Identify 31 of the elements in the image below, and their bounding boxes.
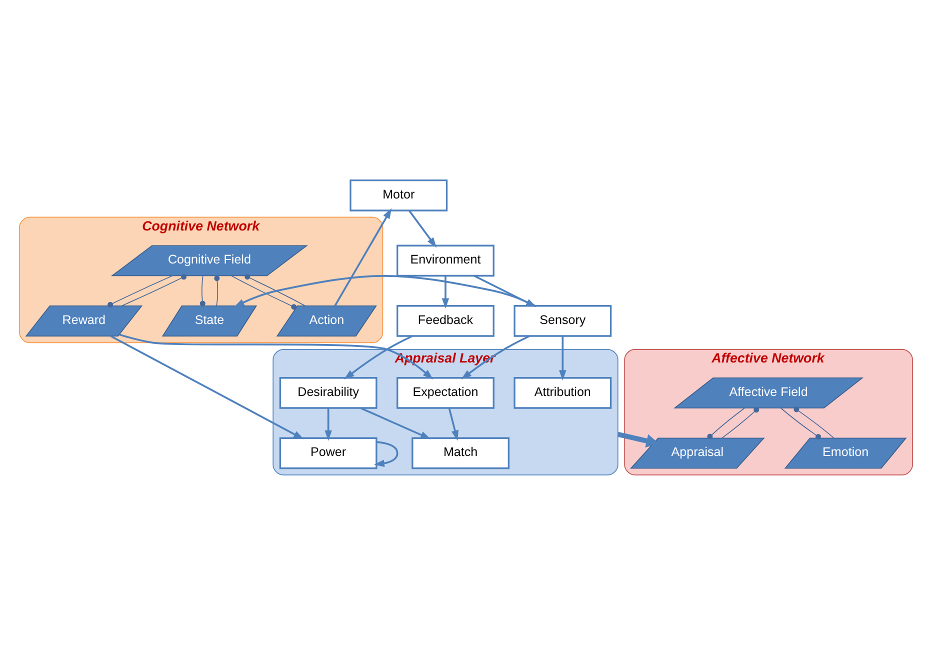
node-box: Attribution	[514, 376, 612, 408]
arrow	[360, 406, 431, 439]
arrow	[408, 210, 437, 248]
connector	[200, 275, 206, 306]
connector	[244, 274, 306, 306]
arrow	[119, 333, 434, 379]
connector	[794, 406, 834, 438]
connector	[231, 274, 297, 310]
node-box: Match	[412, 436, 510, 469]
connector	[780, 407, 821, 439]
node-box: Power	[279, 436, 378, 469]
arrow	[448, 408, 458, 440]
arrow	[234, 274, 536, 306]
node-box: Desirability	[279, 376, 378, 408]
node-box: Motor	[350, 179, 448, 211]
node-box: Environment	[396, 244, 494, 276]
arrow	[442, 276, 450, 308]
connector	[108, 274, 173, 307]
node-box: Sensory	[514, 304, 612, 336]
connector	[722, 406, 760, 438]
node-box: Feedback	[396, 304, 494, 336]
arrow	[374, 440, 398, 466]
arrow	[559, 336, 566, 380]
connector	[121, 274, 187, 306]
arrow	[334, 208, 392, 306]
node-box: Expectation	[396, 376, 494, 408]
arrow	[474, 274, 536, 306]
arrow	[324, 408, 332, 440]
arrow	[110, 334, 304, 439]
connector	[214, 275, 220, 306]
connector	[707, 407, 745, 439]
